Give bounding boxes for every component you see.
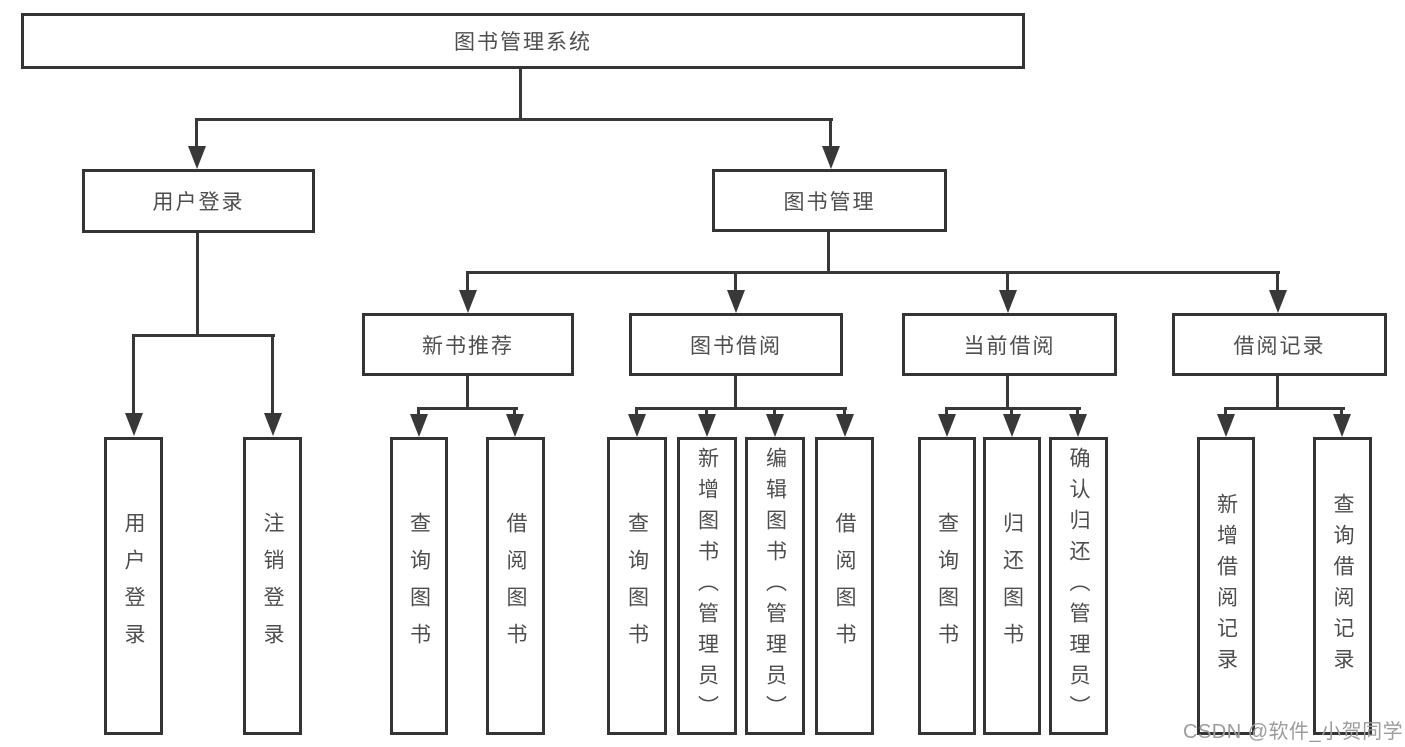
leaf-current-return-books: 归还图书 (983, 437, 1041, 735)
arrow-borrow-query-icon (628, 407, 646, 437)
node-user-login: 用户登录 (82, 169, 315, 233)
arrow-borrow-edit-icon (766, 407, 784, 437)
edge-user-login-stub (196, 233, 199, 336)
leaf-borrow-borrow-books: 借阅图书 (815, 437, 874, 735)
arrow-current-query-icon (938, 407, 956, 437)
leaf-records-query-record: 查询借阅记录 (1313, 437, 1372, 735)
arrow-to-user-login-icon (188, 118, 206, 169)
node-library-system-label: 图书管理系统 (454, 31, 592, 54)
leaf-borrow-add-book-admin: 新增图书（管理员） (677, 437, 737, 735)
arrow-records-add-icon (1217, 407, 1235, 437)
node-book-borrow-label: 图书借阅 (690, 334, 782, 358)
edge-book-borrow-hline (635, 407, 847, 410)
arrow-current-return-icon (1003, 407, 1021, 437)
arrow-to-book-management-icon (822, 118, 840, 169)
leaf-newbooks-borrow-books-label: 借阅图书 (504, 512, 527, 660)
leaf-current-query-books-label: 查询图书 (935, 512, 959, 660)
arrow-to-borrow-records-icon (1269, 271, 1287, 313)
node-new-book-recommend: 新书推荐 (362, 313, 574, 376)
leaf-user-login: 用户登录 (104, 437, 163, 735)
node-current-borrow: 当前借阅 (902, 313, 1117, 376)
arrow-borrow-borrow-icon (836, 407, 854, 437)
node-book-management-label: 图书管理 (783, 190, 876, 214)
arrow-to-leaf-user-login-icon (125, 334, 143, 436)
leaf-records-query-record-label: 查询借阅记录 (1331, 493, 1354, 679)
edge-book-management-stub (827, 232, 830, 273)
edge-new-book-hline (417, 407, 518, 410)
node-borrow-records: 借阅记录 (1172, 313, 1387, 376)
arrow-borrow-add-icon (698, 407, 716, 437)
arrow-current-confirm-icon (1069, 407, 1087, 437)
edge-user-login-hline (132, 334, 275, 337)
leaf-newbooks-borrow-books: 借阅图书 (486, 437, 545, 735)
edge-new-book-stub (466, 376, 469, 409)
leaf-user-login-label: 用户登录 (122, 512, 145, 660)
edge-book-borrow-stub (734, 376, 737, 409)
leaf-borrow-add-book-admin-label: 新增图书（管理员） (695, 446, 719, 726)
edge-root-stub (519, 69, 522, 121)
leaf-logout-label: 注销登录 (261, 512, 284, 660)
edge-current-borrow-hline (945, 407, 1081, 410)
leaf-borrow-edit-book-admin: 编辑图书（管理员） (745, 437, 805, 735)
arrow-to-current-borrow-icon (999, 271, 1017, 313)
leaf-newbooks-query-books-label: 查询图书 (407, 512, 431, 660)
node-book-management: 图书管理 (712, 169, 947, 232)
leaf-current-query-books: 查询图书 (918, 437, 976, 735)
leaf-borrow-borrow-books-label: 借阅图书 (833, 512, 856, 660)
arrow-to-leaf-logout-icon (264, 334, 282, 436)
leaf-borrow-query-books: 查询图书 (607, 437, 667, 735)
csdn-watermark: CSDN @软件_小贺同学 (1183, 721, 1404, 743)
leaf-current-return-books-label: 归还图书 (1000, 512, 1024, 660)
leaf-logout: 注销登录 (243, 437, 302, 735)
leaf-records-add-record-label: 新增借阅记录 (1214, 493, 1238, 679)
edge-records-hline (1224, 407, 1345, 410)
arrow-newbooks-borrow-icon (506, 407, 524, 437)
leaf-current-confirm-return-admin: 确认归还（管理员） (1049, 437, 1108, 735)
node-borrow-records-label: 借阅记录 (1233, 334, 1326, 358)
edge-book-management-hline (466, 271, 1280, 274)
leaf-newbooks-query-books: 查询图书 (390, 437, 448, 735)
arrow-to-book-borrow-icon (727, 271, 745, 313)
edge-records-stub (1276, 376, 1279, 409)
arrow-to-new-book-recommend-icon (459, 271, 477, 313)
node-new-book-recommend-label: 新书推荐 (422, 334, 514, 358)
leaf-current-confirm-return-admin-label: 确认归还（管理员） (1067, 446, 1090, 726)
node-book-borrow: 图书借阅 (629, 313, 843, 376)
node-current-borrow-label: 当前借阅 (963, 334, 1056, 358)
edge-root-hline (196, 118, 833, 121)
leaf-borrow-query-books-label: 查询图书 (625, 512, 649, 660)
node-user-login-label: 用户登录 (152, 191, 245, 214)
arrow-newbooks-query-icon (410, 407, 428, 437)
leaf-borrow-edit-book-admin-label: 编辑图书（管理员） (763, 446, 787, 726)
edge-current-borrow-stub (1006, 376, 1009, 409)
leaf-records-add-record: 新增借阅记录 (1197, 437, 1255, 735)
arrow-records-query-icon (1333, 407, 1351, 437)
node-library-system: 图书管理系统 (21, 13, 1025, 69)
